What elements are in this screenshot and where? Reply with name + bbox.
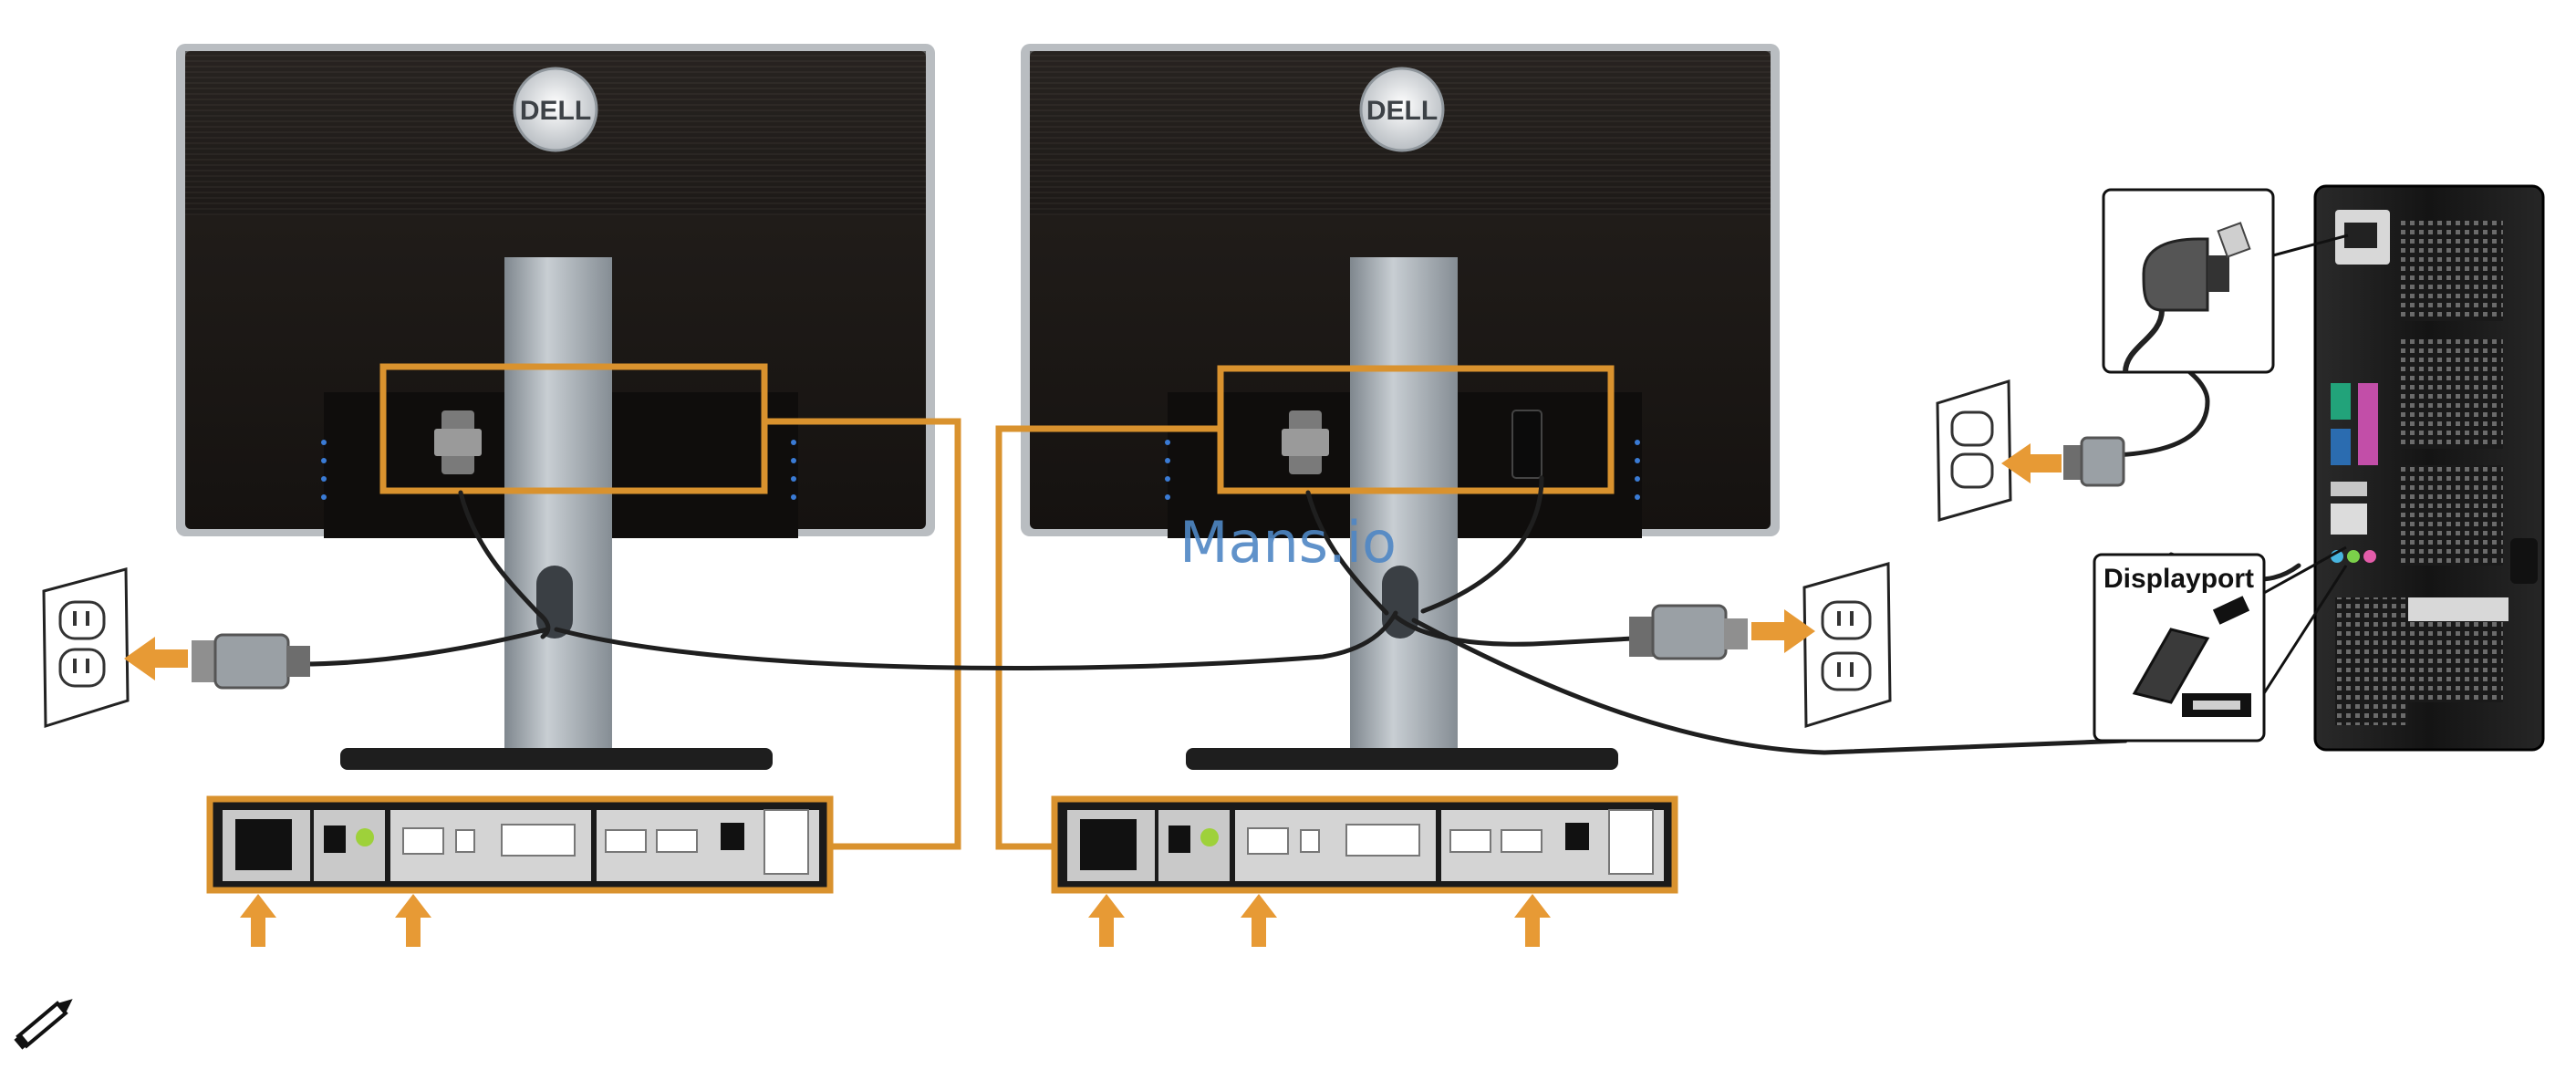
orange-arrow-icon bbox=[2001, 443, 2062, 483]
dell-logo-left-text: DELL bbox=[520, 96, 591, 126]
wall-outlet-middle bbox=[1802, 562, 1892, 729]
wall-outlet-left bbox=[42, 567, 130, 729]
pencil-note-icon bbox=[14, 999, 73, 1050]
dell-logo-right-text: DELL bbox=[1366, 96, 1438, 126]
dell-logo-left bbox=[513, 67, 598, 152]
orange-arrow-icon bbox=[1751, 609, 1815, 653]
orange-arrow-icon bbox=[1241, 894, 1277, 947]
wall-outlet-icon bbox=[1802, 562, 1892, 729]
monitor-left-stand-base bbox=[340, 748, 773, 770]
port-panel-right bbox=[1051, 795, 1678, 894]
orange-arrow-icon bbox=[1514, 894, 1551, 947]
orange-arrow-icon bbox=[240, 894, 276, 947]
computer-tower bbox=[2313, 184, 2545, 752]
power-plug-right bbox=[2063, 436, 2125, 487]
displayport-inset: Displayport bbox=[2093, 545, 2348, 742]
watermark-text: Mans.io bbox=[1179, 509, 1397, 576]
displayport-label: Displayport bbox=[2103, 564, 2254, 594]
monitor-right: DELL bbox=[1021, 44, 1780, 770]
power-plug-left bbox=[192, 633, 310, 690]
cables bbox=[298, 289, 2301, 755]
monitor-left-stand bbox=[504, 257, 612, 750]
monitor-right-stand-base bbox=[1186, 748, 1618, 770]
dell-logo-right bbox=[1359, 67, 1445, 152]
monitor-left: DELL bbox=[176, 44, 935, 770]
power-plug-middle bbox=[1629, 604, 1748, 660]
wall-outlet-icon bbox=[1936, 379, 2012, 522]
callout-lines bbox=[764, 418, 1220, 850]
wall-outlet-icon bbox=[42, 567, 130, 729]
monitor-right-stand bbox=[1350, 257, 1458, 750]
orange-arrow-icon bbox=[395, 894, 431, 947]
port-indicator-arrows bbox=[240, 894, 1551, 947]
power-inset bbox=[2102, 188, 2349, 374]
orange-arrow-icon bbox=[1088, 894, 1125, 947]
highlight-box-left-monitor bbox=[379, 363, 768, 494]
port-panel-left bbox=[206, 795, 834, 894]
wall-outlet-right bbox=[1936, 379, 2012, 522]
orange-arrow-icon bbox=[124, 637, 188, 680]
